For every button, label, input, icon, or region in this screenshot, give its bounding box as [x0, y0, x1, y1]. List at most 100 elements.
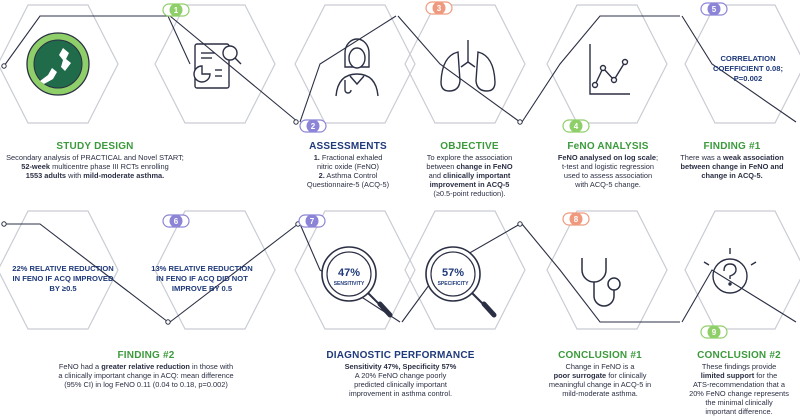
flow-connector [3, 15, 191, 67]
study-design-population: mild-moderate asthma. [83, 171, 165, 180]
study-design-enrolment: 1553 adults [25, 171, 67, 180]
conclusion1-line2-rest: for clinically [606, 371, 647, 380]
conclusion1-block: CONCLUSION #1 Change in FeNO is a poor s… [540, 350, 660, 398]
finding2-block: FINDING #2 FeNO had a greater relative r… [26, 350, 266, 389]
flow-connector [299, 15, 397, 123]
step-badge-5: 5 [700, 2, 728, 16]
assessments-line4: Questionnaire-5 (ACQ-5) [306, 180, 390, 189]
conclusion2-line2-rest: for the [754, 371, 778, 380]
stethoscope-icon [581, 258, 621, 307]
finding1-line2: between change in FeNO and [680, 162, 784, 171]
assessments-block: ASSESSMENTS 1. Fractional exhaled nitric… [288, 141, 408, 189]
study-design-block: STUDY DESIGN Secondary analysis of PRACT… [0, 141, 190, 180]
reduction-not-improved-line3: IMPROVE BY 0.5 [171, 284, 233, 293]
conclusion1-line3: meaningful change in ACQ-5 in [548, 380, 652, 389]
correlation-line2: COEFFICIENT 0.08; [712, 64, 784, 73]
objective-line2-bold: change in FeNO [456, 162, 513, 171]
step-badge-number: 8 [574, 215, 579, 224]
assessments-heading: ASSESSMENTS [309, 141, 387, 152]
conclusion1-line2: poor surrogate for clinically [540, 371, 660, 380]
clinician-icon [335, 38, 379, 97]
hexagon-frame [684, 210, 800, 330]
step-badge-number: 2 [311, 122, 316, 131]
finding2-line1-a: FeNO had a [58, 362, 102, 371]
finding2-line1-bold: greater relative reduction [101, 362, 190, 371]
assessments-item2-text: Asthma Control [324, 171, 378, 180]
objective-line3-bold: clinically important [443, 171, 511, 180]
finding1-line3: change in ACQ-5. [701, 171, 763, 180]
feno-analysis-line2: t-test and logistic regression [561, 162, 654, 171]
feno-analysis-line3: used to assess association [563, 171, 653, 180]
objective-heading: OBJECTIVE [440, 141, 499, 152]
flow-connectors [1, 15, 797, 325]
conclusion2-line2-bold: limited support [700, 371, 755, 380]
feno-analysis-line1-rest: ; [656, 153, 659, 162]
assessments-line2: nitric oxide (FeNO) [316, 162, 379, 171]
step-badge-8: 8 [562, 212, 590, 226]
conclusion2-line1: These findings provide [701, 362, 777, 371]
question-bubble-icon [703, 248, 757, 294]
document-magnifier-icon [193, 43, 242, 89]
sensitivity-value: 47% [338, 267, 360, 279]
finding2-line2: a clinically important change in ACQ: me… [58, 371, 234, 380]
step-badge-1: 1 [162, 3, 190, 17]
assessments-item1-text: Fractional exhaled [319, 153, 383, 162]
hexagon-frame [546, 4, 668, 124]
hexagon-frame [294, 210, 416, 330]
diagnostic-line2: A 20% FeNO change poorly [354, 371, 447, 380]
finding2-heading: FINDING #2 [117, 350, 175, 361]
conclusion2-line4: 20% FeNO change represents [689, 389, 789, 398]
correlation-line1: CORRELATION [720, 54, 776, 63]
reduction-improved-line3: BY ≥0.5 [49, 284, 77, 293]
conclusion2-heading: CONCLUSION #2 [697, 350, 781, 361]
feno-analysis-line1-bold: FeNO analysed on log scale [557, 153, 657, 162]
magnifier-icon [425, 246, 497, 318]
reduction-not-improved-line2: IN FENO IF ACQ DID NOT [156, 274, 248, 283]
lungs-icon [440, 40, 496, 92]
step-badge-number: 1 [174, 6, 179, 15]
finding1-heading: FINDING #1 [703, 141, 761, 152]
reduction-not-improved-text: 13% RELATIVE REDUCTION IN FENO IF ACQ DI… [146, 264, 258, 294]
reduction-not-improved-line1: 13% RELATIVE REDUCTION [151, 264, 253, 273]
feno-analysis-block: FeNO ANALYSIS FeNO analysed on log scale… [552, 141, 664, 189]
objective-line3-a: and [428, 171, 444, 180]
sensitivity-label: SENSITIVITY [334, 281, 365, 287]
study-design-line2: 52-week multicentre phase III RCTs enrol… [0, 162, 190, 171]
diagnostic-line4: improvement in asthma control. [348, 389, 453, 398]
step-badge-4: 4 [562, 119, 590, 133]
connector-endpoint [517, 221, 523, 227]
conclusion1-line2-bold: poor surrogate [553, 371, 607, 380]
flow-connector [397, 15, 521, 123]
study-design-line2-rest: multicentre phase III RCTs enrolling [50, 162, 169, 171]
step-badge-number: 4 [574, 122, 579, 131]
conclusion2-block: CONCLUSION #2 These findings provide lim… [680, 350, 798, 416]
diagnostic-heading: DIAGNOSTIC PERFORMANCE [326, 350, 475, 361]
conclusion2-line2: limited support for the [680, 371, 798, 380]
objective-line5: (≥0.5-point reduction). [433, 189, 506, 198]
objective-line1: To explore the association [426, 153, 513, 162]
flow-connector [169, 223, 299, 323]
hexagon-frame [404, 210, 526, 330]
connector-endpoint [293, 119, 299, 125]
assessments-line1: 1. Fractional exhaled [288, 153, 408, 162]
finding2-line1: FeNO had a greater relative reduction in… [26, 362, 266, 371]
finding2-line1-b: in those with [189, 362, 234, 371]
line-graph-icon [589, 44, 630, 95]
connector-endpoint [165, 319, 171, 325]
flow-connector [169, 15, 299, 123]
flow-connector [4, 223, 169, 323]
magnifier-icon [321, 246, 393, 318]
finding2-line3: (95% CI) in log FeNO 0.11 (0.04 to 0.18,… [64, 380, 228, 389]
hexagon-frame [0, 210, 119, 330]
finding1-block: FINDING #1 There was a weak association … [664, 141, 800, 180]
reduction-improved-line1: 22% RELATIVE REDUCTION [12, 264, 114, 273]
reduction-improved-text: 22% RELATIVE REDUCTION IN FENO IF ACQ IM… [8, 264, 118, 294]
specificity-label: SPECIFICITY [438, 281, 470, 287]
hexagon-frame [154, 210, 276, 330]
conclusion1-line1: Change in FeNO is a [565, 362, 635, 371]
globe-new-zealand-icon [26, 32, 90, 96]
objective-line2: between change in FeNO [412, 162, 527, 171]
step-badge-3: 3 [425, 1, 453, 15]
hexagon-frame [154, 4, 276, 124]
